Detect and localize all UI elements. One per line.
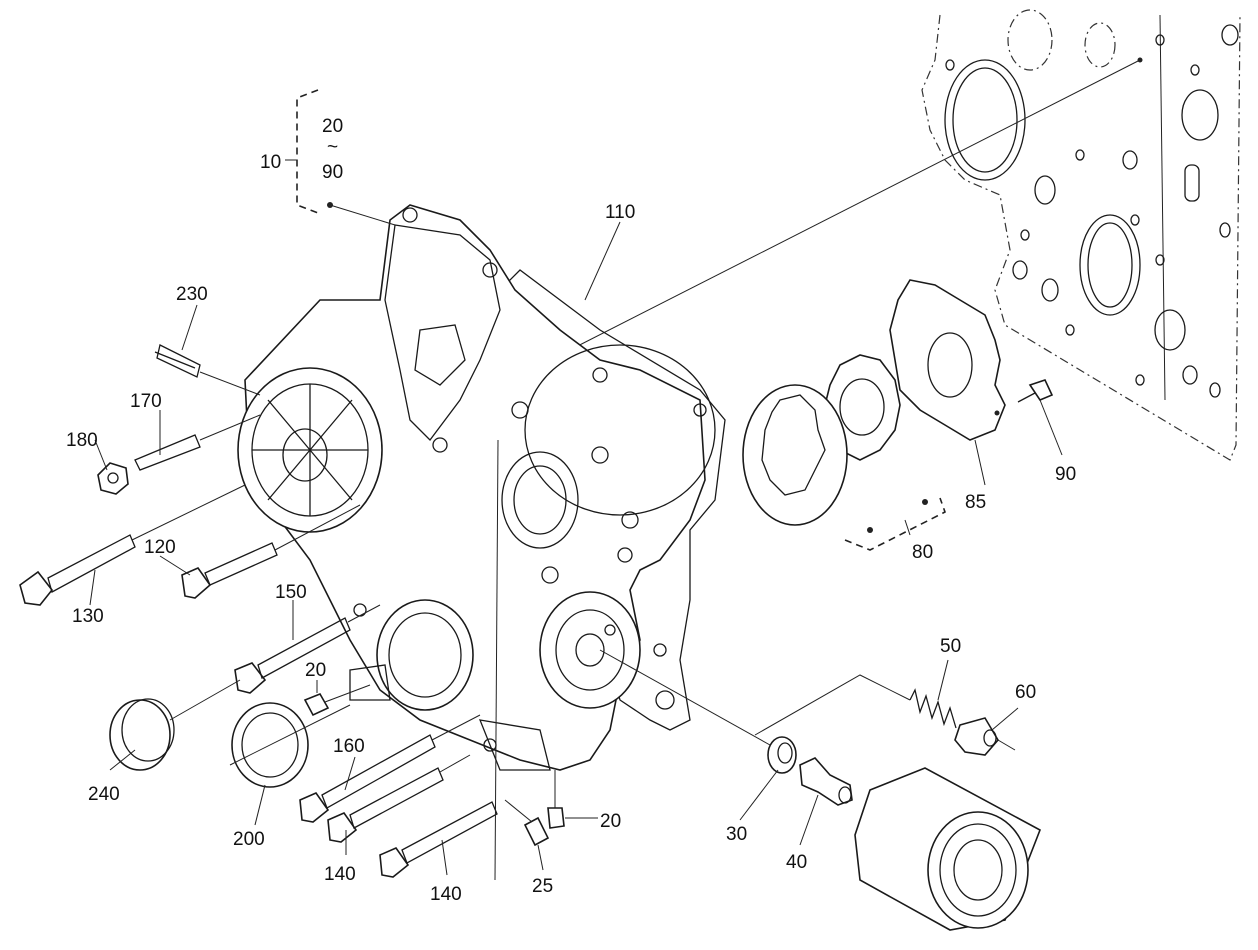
label-10: 10 — [260, 152, 281, 173]
filter-axis-line — [599, 649, 771, 746]
label-240: 240 — [88, 784, 120, 805]
label-20-mid: 20 — [305, 660, 326, 681]
nipple-40 — [799, 757, 853, 806]
pin-20-low — [547, 770, 565, 829]
bolt-120 — [181, 504, 361, 599]
plug-240 — [109, 679, 241, 771]
label-40: 40 — [786, 852, 807, 873]
label-170: 170 — [130, 391, 162, 412]
label-110: 110 — [605, 202, 635, 223]
leader-lines — [89, 221, 1063, 876]
label-85: 85 — [965, 492, 986, 513]
label-60: 60 — [1015, 682, 1036, 703]
washer-30 — [767, 736, 797, 774]
screw-90 — [1017, 379, 1054, 403]
label-150: 150 — [275, 582, 307, 603]
bolt-140-b — [379, 801, 498, 878]
label-20-top: 20 — [322, 116, 343, 137]
spring-50 — [909, 688, 957, 729]
gasket-outline — [504, 269, 726, 731]
pin-20-mid — [303, 684, 371, 717]
bolt-130 — [19, 484, 246, 606]
stud-230 — [154, 344, 261, 396]
label-30: 30 — [726, 824, 747, 845]
oil-filter — [854, 767, 1042, 931]
label-180: 180 — [66, 430, 98, 451]
oil-pump-cover-plate — [889, 279, 1006, 441]
gear-case-housing — [237, 204, 716, 771]
label-200: 200 — [233, 829, 265, 850]
label-25: 25 — [532, 876, 553, 897]
projection-line — [559, 59, 1141, 356]
label-230: 230 — [176, 284, 208, 305]
bracket-10 — [296, 89, 319, 214]
label-140-b: 140 — [430, 884, 462, 905]
part-labels: 10 20 ~ 90 110 230 170 180 120 130 150 2… — [66, 116, 1076, 905]
bolt-170 — [134, 414, 261, 471]
outer-rotor — [742, 384, 848, 526]
label-tilde: ~ — [327, 137, 338, 158]
bolt-160 — [299, 714, 481, 823]
bolt-150 — [234, 604, 381, 694]
guide-line-vertical — [494, 439, 499, 881]
label-80: 80 — [912, 542, 933, 563]
label-130: 130 — [72, 606, 104, 627]
bracket-80 — [844, 497, 946, 551]
label-50: 50 — [940, 636, 961, 657]
label-90-top: 90 — [322, 162, 343, 183]
label-160: 160 — [333, 736, 365, 757]
oil-seal-200 — [229, 702, 351, 788]
engine-block-plate — [921, 9, 1241, 461]
label-20-low: 20 — [600, 811, 621, 832]
bolt-140-a — [327, 754, 471, 843]
plug-60 — [954, 717, 1016, 756]
nut-180 — [97, 462, 129, 495]
dowel-25 — [504, 799, 550, 847]
label-140-a: 140 — [324, 864, 356, 885]
label-120: 120 — [144, 537, 176, 558]
label-90: 90 — [1055, 464, 1076, 485]
